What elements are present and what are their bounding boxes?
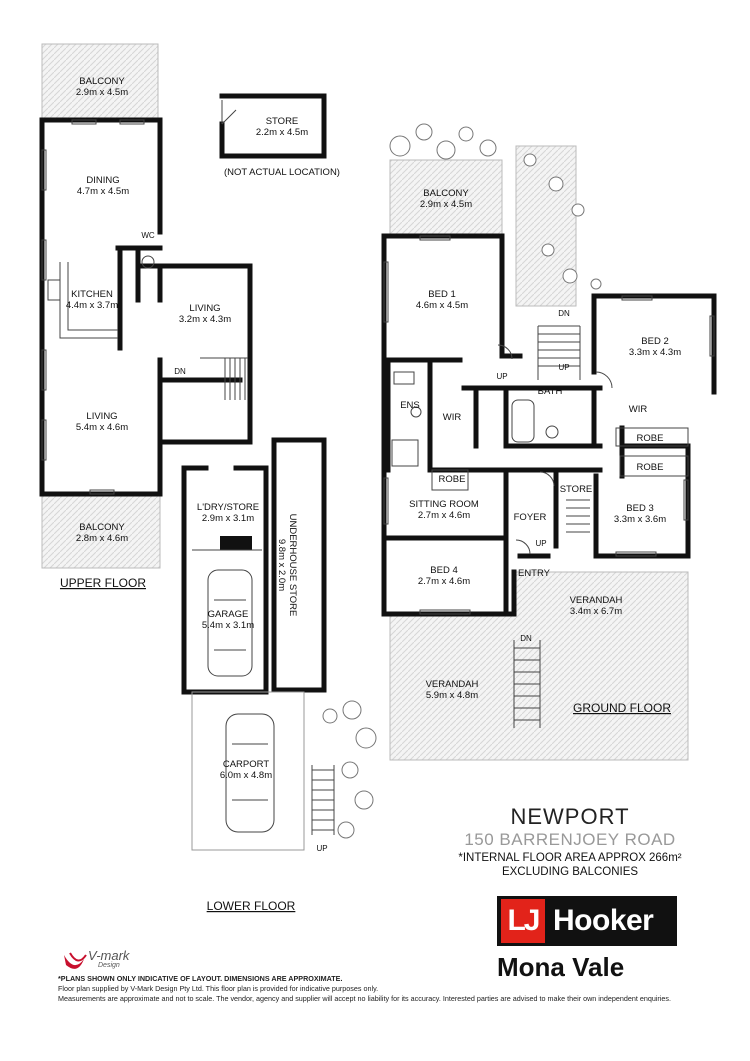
property-suburb: NEWPORT — [510, 804, 630, 829]
room-underhouse-store-dim: 9.8m x 2.0m — [276, 539, 287, 591]
agency-office: Mona Vale — [497, 952, 625, 982]
upper-floor-plan — [39, 43, 253, 569]
room-foyer-name: FOYER — [514, 512, 547, 523]
lj-hooker-logo: LJ Hooker — [497, 896, 677, 946]
supplier-logo-text: V-mark — [88, 948, 130, 963]
room-dining-dim: 4.7m x 4.5m — [77, 186, 129, 197]
upper-balcony-top-deck — [41, 43, 159, 121]
lower-floor-plan — [181, 437, 335, 851]
floor-area-exclusion: EXCLUDING BALCONIES — [501, 866, 639, 878]
room-verandah-left-name: VERANDAH — [426, 679, 479, 690]
room-living-upper-right-dim: 3.2m x 4.3m — [179, 314, 231, 325]
property-address: 150 BARRENJOEY ROAD — [464, 830, 676, 849]
room-bed3-name: BED 3 — [626, 503, 653, 514]
room-verandah-right-dim: 3.4m x 6.7m — [570, 606, 622, 617]
upper-floor-label: UPPER FLOOR — [60, 576, 146, 590]
supplier-logo-subtext: Design — [98, 962, 120, 969]
room-wir-right-name: WIR — [629, 404, 648, 415]
floor-area-note: *INTERNAL FLOOR AREA APPROX 266m² — [458, 852, 682, 864]
ground-floor-plan — [381, 145, 717, 761]
room-store-detached-dim: 2.2m x 4.5m — [256, 127, 308, 138]
room-ground-balcony-name: BALCONY — [423, 188, 469, 199]
room-store-ground-name: STORE — [560, 484, 593, 495]
stair-ground-dn-top: DN — [558, 309, 570, 318]
room-upper-balcony-bottom-name: BALCONY — [79, 522, 125, 533]
agency-name: Hooker — [553, 904, 654, 937]
room-upper-balcony-top-name: BALCONY — [79, 76, 125, 87]
room-store-detached-note: (NOT ACTUAL LOCATION) — [224, 167, 340, 178]
detached-store-plan — [219, 93, 327, 159]
room-ground-balcony-dim: 2.9m x 4.5m — [420, 199, 472, 210]
room-ens-name: ENS — [400, 400, 420, 411]
stair-ground-up-left: UP — [496, 372, 507, 381]
room-wir-left-name: WIR — [443, 412, 462, 423]
disclaimer: *PLANS SHOWN ONLY INDICATIVE OF LAYOUT. … — [58, 974, 738, 1004]
room-kitchen-name: KITCHEN — [71, 289, 113, 300]
disclaimer-line-2: Floor plan supplied by V-Mark Design Pty… — [58, 984, 379, 993]
room-living-upper-right-name: LIVING — [189, 303, 220, 314]
room-ldry-store-dim: 2.9m x 3.1m — [202, 513, 254, 524]
room-bed3-dim: 3.3m x 3.6m — [614, 514, 666, 525]
stair-carport-up: UP — [316, 844, 327, 853]
room-dining-name: DINING — [86, 175, 119, 186]
room-verandah-right-name: VERANDAH — [570, 595, 623, 606]
room-entry-name: ENTRY — [518, 568, 551, 579]
room-carport-name: CARPORT — [223, 759, 269, 770]
room-upper-balcony-bottom-dim: 2.8m x 4.6m — [76, 533, 128, 544]
room-carport-dim: 6.0m x 4.8m — [220, 770, 272, 781]
room-robe-right-top-name: ROBE — [637, 433, 664, 444]
lj-mark: LJ — [501, 899, 545, 943]
v-mark-logo-icon — [64, 952, 87, 969]
room-verandah-left-dim: 5.9m x 4.8m — [426, 690, 478, 701]
ground-balcony-deck — [389, 159, 503, 237]
room-ldry-store-name: L'DRY/STORE — [197, 502, 259, 513]
stair-upper-dn: DN — [174, 367, 186, 376]
room-bed1-name: BED 1 — [428, 289, 455, 300]
room-underhouse-store-name: UNDERHOUSE STORE — [287, 514, 298, 617]
room-sitting-dim: 2.7m x 4.6m — [418, 510, 470, 521]
room-bed4-dim: 2.7m x 4.6m — [418, 576, 470, 587]
stair-verandah-dn: DN — [520, 634, 532, 643]
room-store-detached-name: STORE — [266, 116, 299, 127]
lower-floor-label: LOWER FLOOR — [207, 899, 296, 913]
room-garage-dim: 5.4m x 3.1m — [202, 620, 254, 631]
room-bed2-name: BED 2 — [641, 336, 668, 347]
room-bed2-dim: 3.3m x 4.3m — [629, 347, 681, 358]
room-bath-name: BATH — [538, 386, 563, 397]
room-kitchen-dim: 4.4m x 3.7m — [66, 300, 118, 311]
room-garage-name: GARAGE — [208, 609, 249, 620]
room-sitting-name: SITTING ROOM — [409, 499, 479, 510]
room-robe-right-bottom-name: ROBE — [637, 462, 664, 473]
room-robe-left-name: ROBE — [439, 474, 466, 485]
disclaimer-line-3: Measurements are approximate and not to … — [58, 994, 672, 1003]
room-bed1-dim: 4.6m x 4.5m — [416, 300, 468, 311]
disclaimer-line-1: *PLANS SHOWN ONLY INDICATIVE OF LAYOUT. … — [58, 974, 343, 983]
stair-ground-up-top: UP — [558, 363, 569, 372]
verandah-deck — [389, 571, 689, 761]
property-title-block: NEWPORT 150 BARRENJOEY ROAD *INTERNAL FL… — [400, 805, 740, 879]
stair-foyer-up: UP — [535, 539, 546, 548]
landscaping-shrubs — [322, 123, 602, 839]
room-bed4-name: BED 4 — [430, 565, 457, 576]
room-upper-balcony-top-dim: 2.9m x 4.5m — [76, 87, 128, 98]
room-living-upper-left-dim: 5.4m x 4.6m — [76, 422, 128, 433]
room-living-upper-left-name: LIVING — [86, 411, 117, 422]
ground-floor-label: GROUND FLOOR — [573, 701, 671, 715]
upper-balcony-bottom-deck — [41, 493, 161, 569]
room-wc-name: WC — [141, 231, 155, 240]
